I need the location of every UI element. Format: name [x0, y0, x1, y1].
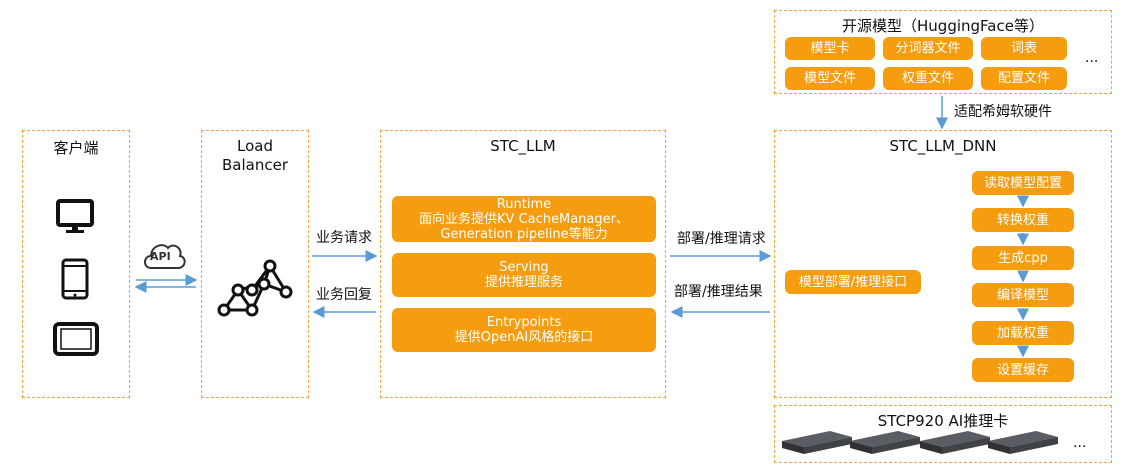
serving-line1: 提供推理服务	[484, 275, 563, 290]
load-balancer-title-line1: Load	[237, 137, 273, 155]
runtime-line2: Generation pipeline等能力	[440, 226, 608, 242]
dnn-interface-block: 模型部署/推理接口	[785, 270, 921, 294]
model-item-4: 权重文件	[883, 67, 973, 90]
serving-block: Serving 提供推理服务	[392, 253, 656, 297]
adapt-arrow	[936, 96, 948, 130]
client-title: 客户端	[53, 139, 99, 157]
deploy-result-arrow	[670, 306, 770, 318]
edge-response-label: 业务回复	[316, 287, 372, 303]
open-models-title: 开源模型（HuggingFace等）	[842, 17, 1044, 35]
serving-title: Serving	[499, 260, 549, 275]
dnn-step-0: 读取模型配置	[972, 171, 1074, 195]
network-nodes-icon	[217, 259, 293, 317]
edge-adapt-label: 适配希姆软硬件	[954, 104, 1052, 120]
runtime-line1: 面向业务提供KV CacheManager、	[419, 211, 629, 227]
dnn-step-2: 生成cpp	[972, 246, 1074, 270]
runtime-title: Runtime	[496, 196, 552, 212]
model-item-2: 词表	[981, 37, 1067, 60]
stc-llm-title: STC_LLM	[490, 137, 556, 155]
tablet-icon	[53, 322, 99, 356]
api-cloud-icon	[144, 244, 186, 269]
request-arrow	[312, 250, 378, 262]
deploy-request-arrow	[670, 250, 772, 262]
load-balancer-box: Load Balancer	[201, 130, 309, 398]
dnn-step-4: 加载权重	[972, 321, 1074, 345]
model-item-3: 模型文件	[785, 67, 875, 90]
dnn-step-arrows	[1017, 195, 1029, 358]
runtime-block: Runtime 面向业务提供KV CacheManager、 Generatio…	[392, 196, 656, 242]
client-lb-arrows	[134, 274, 198, 293]
load-balancer-title-line2: Balancer	[222, 156, 288, 174]
entrypoints-title: Entrypoints	[486, 315, 562, 330]
entrypoints-block: Entrypoints 提供OpenAI风格的接口	[392, 308, 656, 352]
hardware-title: STCP920 AI推理卡	[877, 412, 1009, 430]
open-models-ellipsis: ...	[1085, 50, 1099, 66]
entrypoints-line1: 提供OpenAI风格的接口	[454, 330, 594, 345]
phone-icon	[61, 258, 89, 300]
model-item-5: 配置文件	[981, 67, 1067, 90]
response-arrow	[312, 306, 376, 318]
model-item-1: 分词器文件	[883, 37, 973, 60]
model-item-0: 模型卡	[785, 37, 875, 60]
dnn-step-3: 编译模型	[972, 283, 1074, 307]
api-badge: API	[150, 250, 171, 263]
dnn-step-5: 设置缓存	[972, 358, 1074, 382]
dnn-step-1: 转换权重	[972, 208, 1074, 232]
monitor-icon	[56, 199, 94, 233]
hardware-ellipsis: ...	[1073, 435, 1087, 451]
ai-card-icon	[782, 431, 1058, 454]
edge-request-label: 业务请求	[316, 230, 372, 246]
edge-deploy-request-label: 部署/推理请求	[677, 231, 766, 247]
edge-deploy-result-label: 部署/推理结果	[674, 284, 763, 300]
dnn-title: STC_LLM_DNN	[889, 137, 997, 155]
